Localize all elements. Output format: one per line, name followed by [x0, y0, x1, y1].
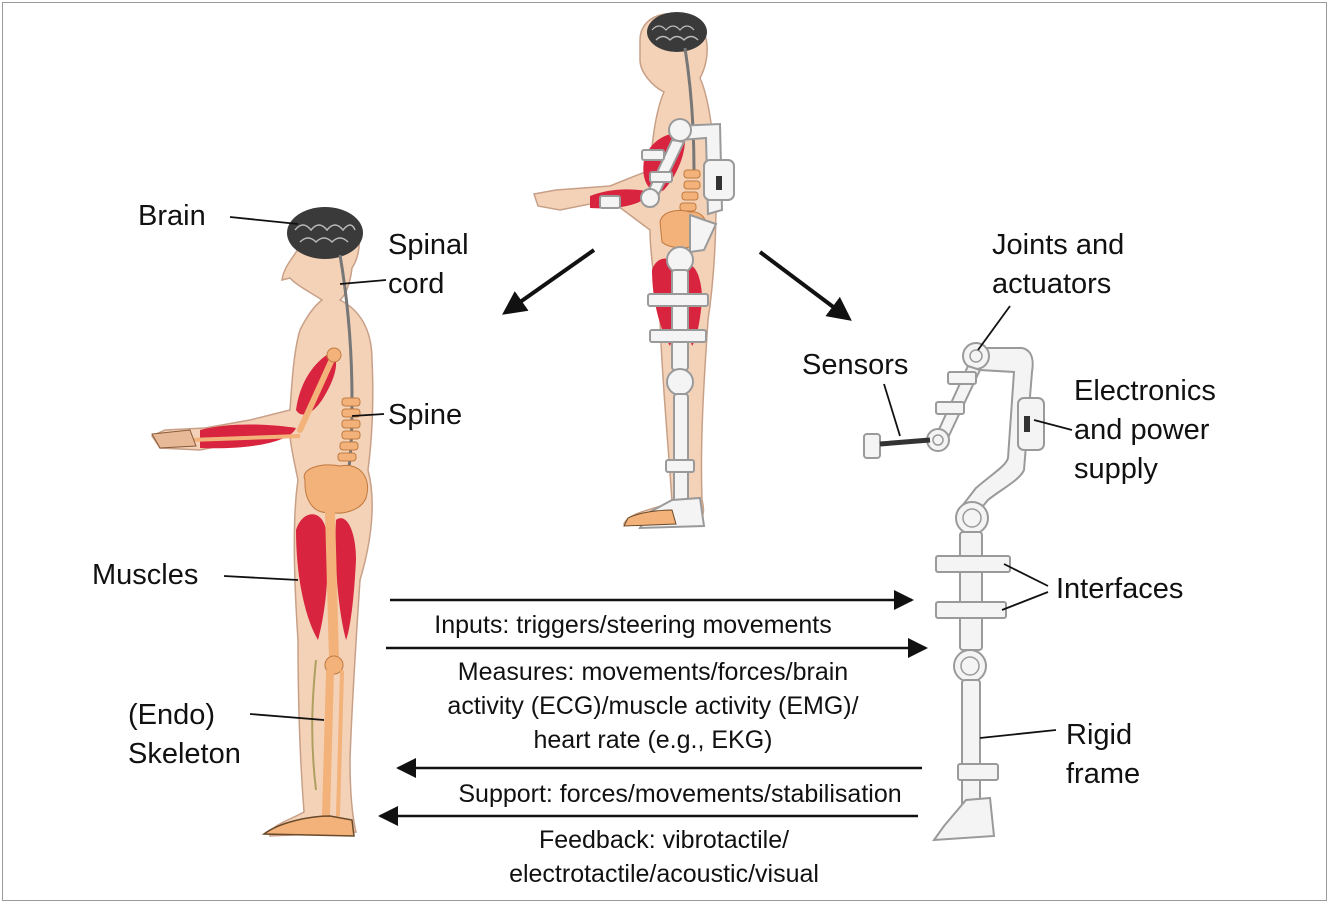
caption-support: Support: forces/movements/stabilisation — [458, 780, 902, 808]
combined-figure — [533, 12, 735, 530]
exoskeleton-figure — [863, 342, 1045, 842]
label-muscles: Muscles — [92, 559, 199, 591]
human-pelvis — [303, 464, 368, 514]
human-foot — [261, 815, 355, 837]
human-brain — [287, 207, 363, 259]
caption-feedback: Feedback: vibrotactile/ electrotactile/a… — [509, 826, 819, 888]
label-spine: Spine — [388, 399, 463, 431]
label-joints-actuators: Joints and actuators — [992, 229, 1125, 300]
label-rigid-frame: Rigid frame — [1066, 719, 1141, 790]
label-endo-skeleton: (Endo) Skeleton — [128, 699, 241, 770]
exo-foot — [931, 796, 996, 842]
caption-measures: Measures: movements/forces/brain activit… — [447, 658, 859, 754]
exo-interface-bottom — [935, 601, 1007, 619]
exo-sensor — [879, 437, 931, 447]
label-spinal-cord: Spinal cord — [388, 229, 469, 300]
combined-brain — [647, 12, 707, 52]
exo-electronics-box — [1017, 397, 1045, 451]
exo-hip-joint — [955, 501, 989, 535]
split-arrow-right — [758, 250, 852, 321]
human-spine — [337, 397, 361, 462]
exo-back-frame — [960, 347, 1034, 514]
exo-shin-frame — [961, 679, 981, 807]
label-electronics-power-supply: Electronics and power supply — [1074, 375, 1216, 485]
caption-inputs: Inputs: triggers/steering movements — [434, 611, 832, 639]
human-thigh-muscle — [296, 514, 328, 640]
leader-lines — [223, 216, 1073, 739]
split-arrow-left — [502, 248, 596, 315]
exo-thigh-frame — [959, 531, 983, 651]
exo-knee-joint — [953, 649, 987, 683]
human-hand — [151, 429, 197, 449]
human-figure — [150, 207, 374, 837]
exo-elbow-joint — [926, 428, 950, 452]
exo-interface-top — [935, 555, 1011, 573]
label-sensors: Sensors — [802, 349, 909, 381]
exo-shoulder-joint — [962, 342, 990, 370]
label-brain: Brain — [138, 200, 206, 232]
label-interfaces: Interfaces — [1056, 573, 1184, 605]
